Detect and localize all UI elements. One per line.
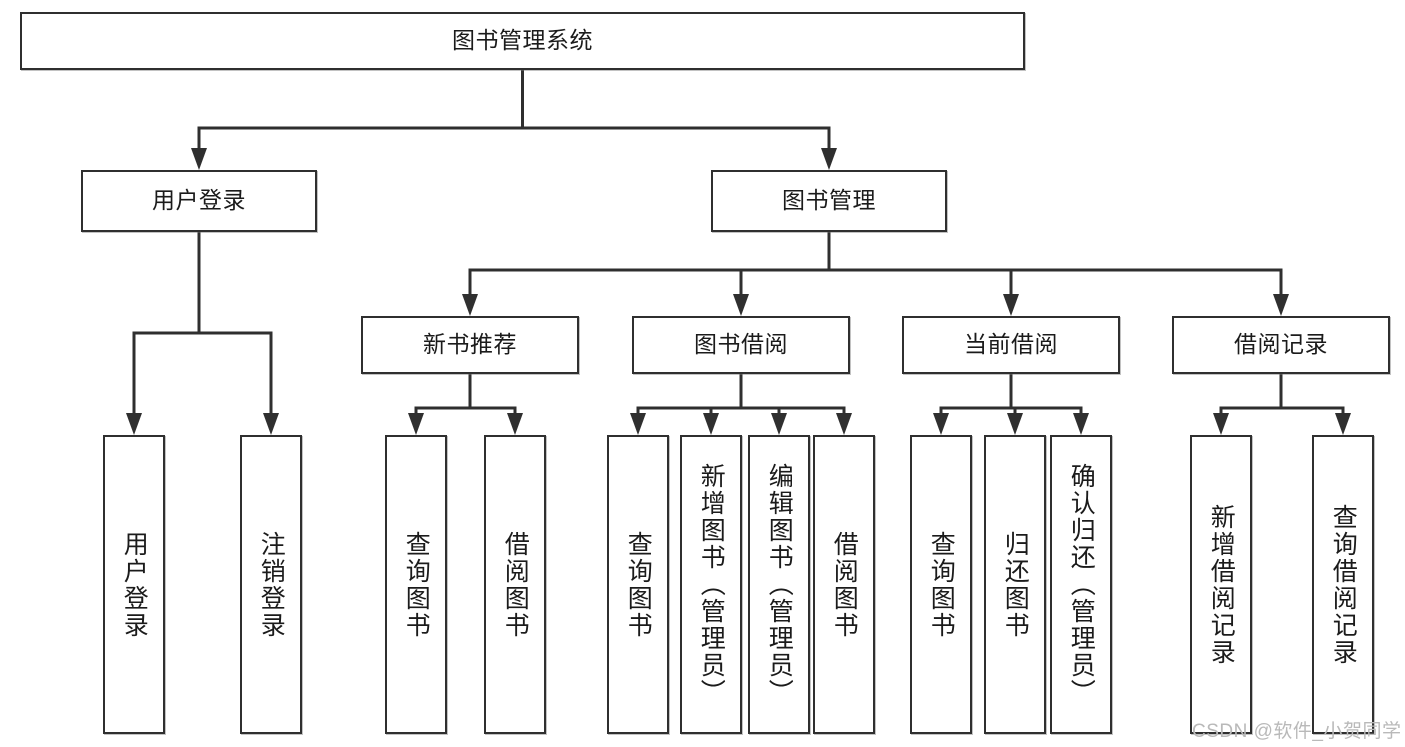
arrowhead-icon — [408, 413, 424, 435]
arrowhead-icon — [1073, 413, 1089, 435]
node-n-query[interactable]: 查询图书 — [385, 435, 447, 734]
arrowhead-icon — [1335, 413, 1351, 435]
watermark-text: CSDN @软件_小贺同学 — [1192, 721, 1402, 742]
arrowhead-icon — [507, 413, 523, 435]
node-label: 当前借阅 — [964, 331, 1058, 358]
node-label: 新增图书（管理员） — [697, 463, 726, 706]
arrowhead-icon — [1003, 294, 1019, 316]
arrowhead-icon — [191, 148, 207, 170]
node-label: 借阅图书 — [830, 530, 859, 639]
node-label: 借阅记录 — [1234, 331, 1328, 358]
node-b-lend[interactable]: 借阅图书 — [813, 435, 875, 734]
node-label: 查询图书 — [624, 530, 653, 639]
arrowhead-icon — [821, 148, 837, 170]
node-login[interactable]: 用户登录 — [81, 170, 317, 232]
node-label: 新增借阅记录 — [1207, 503, 1236, 666]
arrowhead-icon — [1273, 294, 1289, 316]
node-root[interactable]: 图书管理系统 — [20, 12, 1025, 70]
arrowhead-icon — [630, 413, 646, 435]
arrowhead-icon — [733, 294, 749, 316]
node-c-confirm[interactable]: 确认归还（管理员） — [1050, 435, 1112, 734]
node-borrow[interactable]: 图书借阅 — [632, 316, 850, 374]
node-r-add[interactable]: 新增借阅记录 — [1190, 435, 1252, 734]
arrowhead-icon — [1213, 413, 1229, 435]
node-label: 借阅图书 — [501, 530, 530, 639]
node-label: 图书管理 — [782, 187, 876, 214]
arrowhead-icon — [462, 294, 478, 316]
arrowhead-icon — [126, 413, 142, 435]
node-label: 图书借阅 — [694, 331, 788, 358]
node-bookmgmt[interactable]: 图书管理 — [711, 170, 947, 232]
node-label: 用户登录 — [152, 187, 246, 214]
node-l-login[interactable]: 用户登录 — [103, 435, 165, 734]
arrowhead-icon — [263, 413, 279, 435]
node-r-query[interactable]: 查询借阅记录 — [1312, 435, 1374, 734]
node-b-query[interactable]: 查询图书 — [607, 435, 669, 734]
node-label: 归还图书 — [1001, 530, 1030, 639]
node-c-return[interactable]: 归还图书 — [984, 435, 1046, 734]
arrowhead-icon — [933, 413, 949, 435]
node-label: 确认归还（管理员） — [1067, 463, 1096, 706]
node-b-add[interactable]: 新增图书（管理员） — [680, 435, 742, 734]
node-current[interactable]: 当前借阅 — [902, 316, 1120, 374]
node-label: 编辑图书（管理员） — [765, 463, 794, 706]
node-l-logout[interactable]: 注销登录 — [240, 435, 302, 734]
node-label: 查询图书 — [402, 530, 431, 639]
node-n-borrow[interactable]: 借阅图书 — [484, 435, 546, 734]
node-label: 注销登录 — [257, 530, 286, 639]
arrowhead-icon — [1007, 413, 1023, 435]
node-b-edit[interactable]: 编辑图书（管理员） — [748, 435, 810, 734]
node-label: 查询借阅记录 — [1329, 503, 1358, 666]
arrowhead-icon — [836, 413, 852, 435]
node-label: 新书推荐 — [423, 331, 517, 358]
node-label: 图书管理系统 — [452, 27, 593, 54]
arrowhead-icon — [771, 413, 787, 435]
node-c-query[interactable]: 查询图书 — [910, 435, 972, 734]
arrowhead-icon — [703, 413, 719, 435]
node-records[interactable]: 借阅记录 — [1172, 316, 1390, 374]
node-label: 查询图书 — [927, 530, 956, 639]
node-newbook[interactable]: 新书推荐 — [361, 316, 579, 374]
node-label: 用户登录 — [120, 530, 149, 639]
